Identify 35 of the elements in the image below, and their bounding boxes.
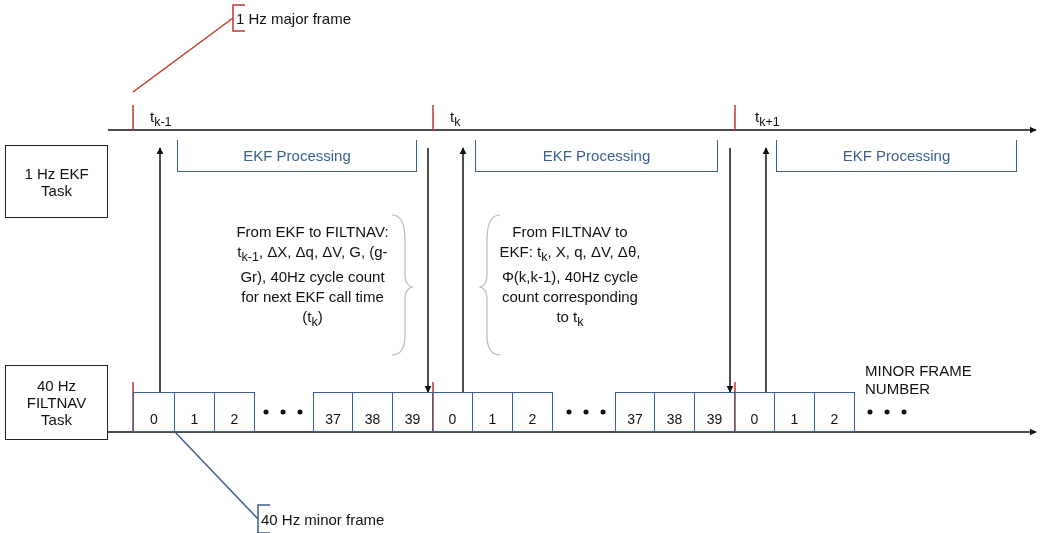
arrow (424, 147, 432, 393)
message-note: From EKF to FILTNAV: t$_{k-1}$, ΔX, Δq, ΔV, G, (g-Gr), 40Hz cycle count for next EKF call time (t$_{k}$) (235, 222, 390, 331)
minor-frame-cell: 1 (473, 392, 513, 432)
arrow (459, 147, 467, 393)
time-label: t$_{k}$ (450, 108, 461, 129)
arrow (156, 147, 164, 393)
minor-frame-cell: 37 (615, 392, 655, 432)
message-note: From FILTNAV to EKF: t$_{k}$, X, q, ΔV, Δθ, Φ(k,k-1), 40Hz cycle count corresponding to t$_{k}$ (498, 222, 642, 331)
minor-frame-cell: 2 (215, 392, 255, 432)
callout-label: 1 Hz major frame (233, 5, 352, 31)
minor-frame-cell: 0 (433, 392, 473, 432)
minor-frame-cell: 39 (695, 392, 735, 432)
time-label: t$_{k-1}$ (150, 108, 172, 129)
axis-label: MINOR FRAME NUMBER (865, 362, 973, 398)
leader-line (174, 431, 259, 520)
minor-frame-cell: 1 (175, 392, 215, 432)
processing-bracket: EKF Processing (177, 140, 417, 172)
minor-frame-cell: 38 (655, 392, 695, 432)
leader-line (132, 17, 234, 93)
minor-frame-cell: 2 (815, 392, 855, 432)
minor-frame-cell: 0 (133, 392, 175, 432)
arrow (726, 147, 734, 393)
minor-frame-cell: 0 (735, 392, 775, 432)
task-box: 1 Hz EKF Task (5, 145, 108, 218)
processing-bracket: EKF Processing (776, 140, 1017, 172)
task-box: 40 Hz FILTNAV Task (5, 365, 108, 440)
minor-frame-cell: 37 (313, 392, 353, 432)
minor-frame-cell: 2 (513, 392, 553, 432)
callout-label: 40 Hz minor frame (258, 505, 385, 533)
minor-frame-cell: 1 (775, 392, 815, 432)
arrow (762, 147, 770, 393)
minor-frame-cell: 38 (353, 392, 393, 432)
processing-bracket: EKF Processing (475, 140, 718, 172)
time-label: t$_{k+1}$ (755, 108, 780, 129)
minor-frame-cell: 39 (393, 392, 433, 432)
